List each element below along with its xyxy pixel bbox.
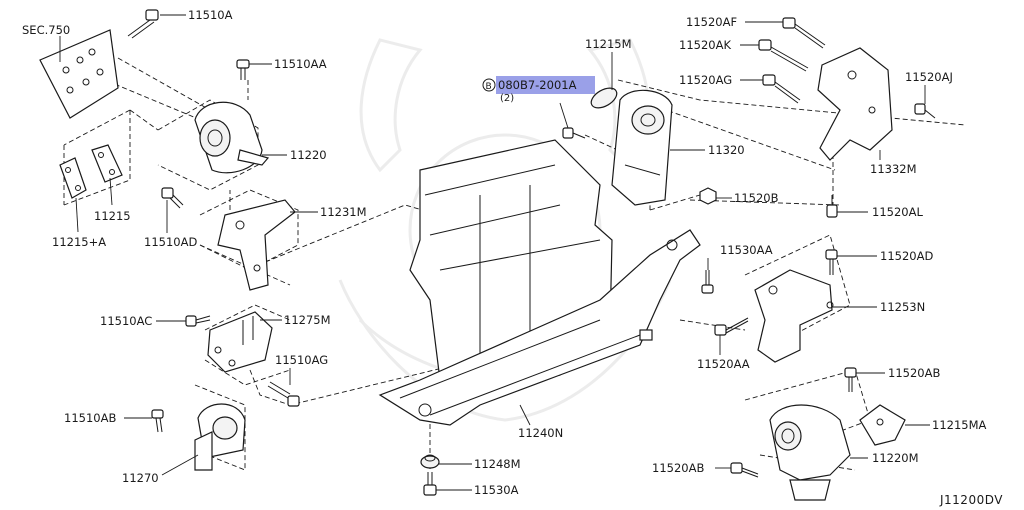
callout-highlight [496, 76, 595, 94]
bolt-icon[interactable] [914, 103, 936, 119]
engine-mount-11220[interactable] [194, 101, 270, 174]
callout-quantity: (2) [500, 93, 514, 104]
crossmember-11240n[interactable] [378, 229, 701, 426]
bolt-icon[interactable] [562, 127, 586, 139]
label-11520ag-right[interactable]: 11520AG [679, 73, 732, 87]
bracket-sec750[interactable] [39, 29, 119, 119]
label-11530aa[interactable]: 11530AA [720, 243, 773, 257]
label-11231m[interactable]: 11231M [320, 205, 367, 219]
label-11215m[interactable]: 11215M [585, 37, 632, 51]
bolt-icon[interactable] [267, 381, 300, 407]
bracket-11275m[interactable] [207, 311, 273, 373]
bolt-icon[interactable] [758, 39, 809, 72]
label-11510a[interactable]: 11510A [188, 8, 233, 22]
label-11332m[interactable]: 11332M [870, 162, 917, 176]
bolt-icon[interactable] [730, 462, 759, 478]
label-11520ad[interactable]: 11520AD [880, 249, 933, 263]
engine-mount-11320[interactable] [611, 89, 673, 206]
label-11520ab-bottom[interactable]: 11520AB [652, 461, 704, 475]
bracket-11253n[interactable] [754, 269, 834, 363]
engine-mount-11270[interactable] [194, 403, 246, 471]
bolt-icon[interactable] [762, 74, 801, 104]
bracket-11332m[interactable] [817, 47, 893, 161]
label-11520al[interactable]: 11520AL [872, 205, 923, 219]
label-11520aj[interactable]: 11520AJ [905, 70, 953, 84]
label-sec750[interactable]: SEC.750 [22, 23, 70, 37]
bolt-icon[interactable] [826, 195, 838, 218]
bracket-11231m[interactable] [217, 199, 296, 291]
label-11520aa-right[interactable]: 11520AA [697, 357, 750, 371]
part-number-callout[interactable]: B 080B7-2001A (2) [482, 76, 595, 104]
washer-11215m[interactable] [588, 84, 620, 112]
bolt-icon[interactable] [714, 317, 749, 336]
diagram-code: J11200DV [939, 493, 1003, 507]
label-11270[interactable]: 11270 [122, 471, 159, 485]
shim-11215ma[interactable] [859, 404, 906, 446]
callout-part-number[interactable]: 080B7-2001A [498, 78, 577, 92]
callout-badge: B [486, 82, 492, 92]
bolt-icon[interactable] [782, 17, 826, 49]
label-11520ab-right[interactable]: 11520AB [888, 366, 940, 380]
bolt-icon[interactable] [701, 270, 714, 294]
label-11520af[interactable]: 11520AF [686, 15, 737, 29]
label-11520b[interactable]: 11520B [734, 191, 779, 205]
label-11510ab[interactable]: 11510AB [64, 411, 116, 425]
label-11253n[interactable]: 11253N [880, 300, 925, 314]
label-11275m[interactable]: 11275M [284, 313, 331, 327]
label-11510aa[interactable]: 11510AA [274, 57, 327, 71]
bolt-icon[interactable] [185, 315, 211, 327]
bolt-icon[interactable] [127, 9, 159, 39]
label-11510ac[interactable]: 11510AC [100, 314, 152, 328]
label-11215ma[interactable]: 11215MA [932, 418, 987, 432]
engine-mount-11220m[interactable] [769, 404, 851, 501]
bolt-icon[interactable] [236, 59, 250, 80]
label-11215[interactable]: 11215 [94, 209, 131, 223]
leader-lines [59, 14, 930, 491]
callout-badge-circle [482, 78, 496, 92]
bolt-icon[interactable] [161, 187, 184, 209]
nut-icon[interactable] [420, 454, 440, 469]
shim-11215a[interactable] [59, 157, 87, 199]
label-11240n[interactable]: 11240N [518, 426, 563, 440]
label-11215-a[interactable]: 11215+A [52, 235, 106, 249]
bolt-icon[interactable] [423, 472, 437, 496]
shim-11215[interactable] [91, 144, 123, 183]
label-11510ag[interactable]: 11510AG [275, 353, 328, 367]
label-11530a[interactable]: 11530A [474, 483, 519, 497]
label-11220[interactable]: 11220 [290, 148, 327, 162]
bolt-icon[interactable] [825, 249, 838, 275]
nut-icon[interactable] [699, 187, 717, 205]
label-11220m[interactable]: 11220M [872, 451, 919, 465]
bolt-icon[interactable] [844, 367, 857, 392]
label-11520ak[interactable]: 11520AK [679, 38, 731, 52]
label-11320[interactable]: 11320 [708, 143, 745, 157]
label-11510ad[interactable]: 11510AD [144, 235, 197, 249]
bolt-icon[interactable] [151, 409, 164, 433]
label-11248m[interactable]: 11248M [474, 457, 521, 471]
